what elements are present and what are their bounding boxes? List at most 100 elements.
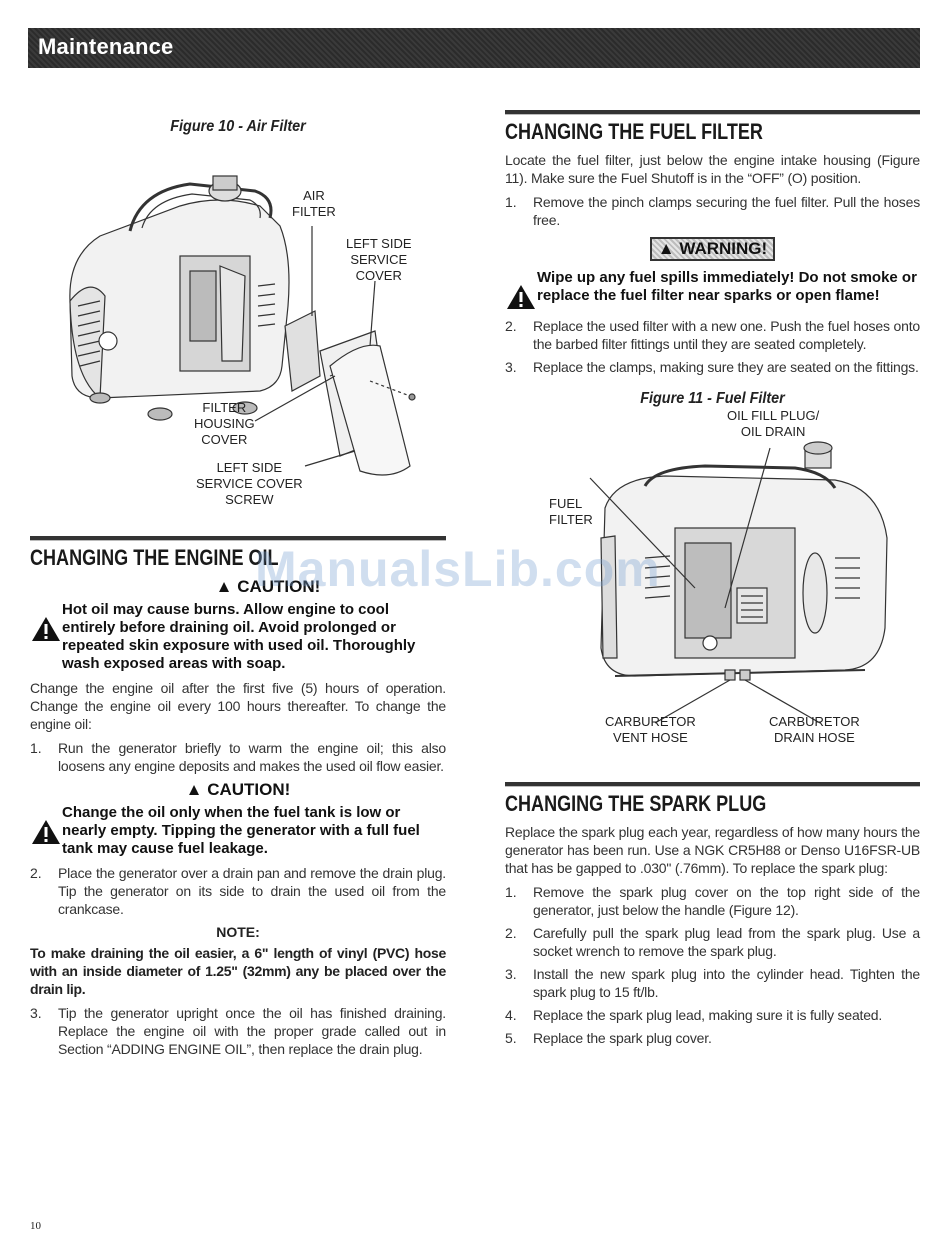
- callout-carb-drain-line-1: CARBURETOR: [769, 714, 860, 729]
- callout-fuel-filter-line-2: FILTER: [549, 512, 593, 527]
- step-text: Carefully pull the spark plug lead from …: [533, 925, 920, 959]
- spark-plug-step: 3. Install the new spark plug into the c…: [505, 965, 920, 1001]
- figure-11-fuel-filter: OIL FILL PLUG/ OIL DRAIN FUEL FILTER CAR…: [505, 408, 920, 788]
- page-number: 10: [30, 1220, 41, 1232]
- watermark: ManualsLib.com: [255, 541, 661, 597]
- callout-air-filter-line-2: FILTER: [292, 204, 336, 219]
- warning-triangle-icon: ▲: [657, 239, 675, 258]
- spark-plug-step: 5. Replace the spark plug cover.: [505, 1029, 920, 1047]
- warning-triangle-icon: [507, 285, 535, 309]
- figure-10-caption: Figure 10 - Air Filter: [170, 118, 306, 135]
- fuel-filter-illustration: [589, 441, 888, 724]
- step-number: 1.: [505, 194, 517, 210]
- step-number: 5.: [505, 1030, 517, 1046]
- callout-carb-drain-line-2: DRAIN HOSE: [773, 730, 855, 745]
- caution-text-1: Hot oil may cause burns. Allow engine to…: [62, 601, 416, 672]
- spark-plug-section: CHANGING THE SPARK PLUG Replace the spar…: [505, 782, 920, 1047]
- callout-carb-vent-line-2: VENT HOSE: [612, 730, 688, 745]
- callout-filter-housing-line-2: HOUSING: [194, 416, 255, 431]
- caution-heading-2: ▲ CAUTION!: [30, 780, 446, 800]
- right-column: CHANGING THE FUEL FILTER Locate the fuel…: [505, 110, 920, 1052]
- callout-service-cover-screw: LEFT SIDE SERVICE COVER SCREW: [196, 460, 303, 508]
- caution-triangle-icon: ▲: [215, 577, 233, 596]
- section-rule: [505, 782, 920, 787]
- callout-fuel-filter-line-1: FUEL: [549, 496, 583, 511]
- warning-triangle-icon: [32, 820, 60, 844]
- caution-heading-1: ▲ CAUTION!: [90, 577, 446, 597]
- engine-oil-step-2: 2. Place the generator over a drain pan …: [30, 864, 446, 918]
- section-header-title: Maintenance: [38, 34, 174, 59]
- left-column: Figure 10 - Air Filter: [30, 110, 446, 1063]
- note-heading: NOTE:: [216, 924, 260, 940]
- step-text: Run the generator briefly to warm the en…: [58, 740, 446, 774]
- spark-plug-title: CHANGING THE SPARK PLUG: [505, 791, 767, 816]
- caution-label-2: CAUTION!: [207, 780, 291, 799]
- section-header-bar: Maintenance: [28, 28, 920, 68]
- caution-triangle-icon: ▲: [185, 780, 203, 799]
- caution-block-1: Hot oil may cause burns. Allow engine to…: [30, 601, 446, 673]
- step-number: 2.: [505, 318, 517, 334]
- section-rule: [505, 110, 920, 115]
- spark-plug-intro: Replace the spark plug each year, regard…: [505, 824, 920, 876]
- engine-oil-intro: Change the engine oil after the first fi…: [30, 680, 446, 732]
- step-text: Place the generator over a drain pan and…: [58, 865, 446, 917]
- callout-air-filter-line-1: AIR: [303, 188, 325, 203]
- spark-plug-step: 2. Carefully pull the spark plug lead fr…: [505, 924, 920, 960]
- figure-11-caption: Figure 11 - Fuel Filter: [640, 390, 785, 407]
- callout-carb-vent-line-1: CARBURETOR: [605, 714, 696, 729]
- caution-text-2: Change the oil only when the fuel tank i…: [62, 804, 420, 857]
- step-number: 3.: [505, 359, 517, 375]
- step-number: 1.: [505, 884, 517, 900]
- callout-carburetor-drain-hose: CARBURETOR DRAIN HOSE: [769, 714, 860, 746]
- callout-fuel-filter: FUEL FILTER: [549, 496, 593, 528]
- section-rule: [30, 536, 446, 541]
- fuel-filter-title: CHANGING THE FUEL FILTER: [505, 119, 763, 144]
- fuel-filter-step-2: 2. Replace the used filter with a new on…: [505, 317, 920, 353]
- step-text: Replace the spark plug cover.: [533, 1030, 712, 1046]
- engine-oil-title: CHANGING THE ENGINE OIL: [30, 545, 279, 570]
- spark-plug-step: 1. Remove the spark plug cover on the to…: [505, 883, 920, 919]
- step-text: Remove the spark plug cover on the top r…: [533, 884, 920, 918]
- warning-badge: ▲ WARNING!: [649, 237, 776, 261]
- engine-oil-section: CHANGING THE ENGINE OIL ▲ CAUTION! Hot o…: [30, 536, 446, 1058]
- callout-oil-fill-line-2: OIL DRAIN: [740, 424, 806, 439]
- step-number: 4.: [505, 1007, 517, 1023]
- step-text: Tip the generator upright once the oil h…: [58, 1005, 446, 1057]
- callout-cover-screw-line-2: SERVICE COVER: [196, 476, 303, 491]
- step-text: Replace the clamps, making sure they are…: [533, 359, 919, 375]
- step-text: Replace the used filter with a new one. …: [533, 318, 920, 352]
- warning-badge-wrap: ▲ WARNING!: [505, 237, 920, 261]
- callout-left-cover-line-3: COVER: [355, 268, 402, 283]
- step-number: 2.: [30, 865, 42, 881]
- callout-air-filter: AIR FILTER: [292, 188, 336, 220]
- figure-10-air-filter: AIR FILTER LEFT SIDE SERVICE COVER FILTE…: [30, 136, 446, 508]
- callout-cover-screw-line-3: SCREW: [225, 492, 274, 507]
- callout-filter-housing-line-1: FILTER: [202, 400, 247, 415]
- callout-oil-fill-plug: OIL FILL PLUG/ OIL DRAIN: [727, 408, 819, 440]
- warning-label: WARNING!: [679, 239, 768, 258]
- step-text: Install the new spark plug into the cyli…: [533, 966, 920, 1000]
- caution-block-2: Change the oil only when the fuel tank i…: [30, 804, 446, 858]
- step-text: Remove the pinch clamps securing the fue…: [533, 194, 920, 228]
- warning-block: Wipe up any fuel spills immediately! Do …: [505, 269, 920, 311]
- engine-oil-step-3: 3. Tip the generator upright once the oi…: [30, 1004, 446, 1058]
- callout-filter-housing-line-3: COVER: [201, 432, 248, 447]
- callout-left-side-service-cover: LEFT SIDE SERVICE COVER: [346, 236, 412, 284]
- fuel-filter-intro: Locate the fuel filter, just below the e…: [505, 152, 920, 186]
- callout-left-cover-line-1: LEFT SIDE: [346, 236, 412, 251]
- air-filter-illustration: [69, 175, 416, 476]
- step-number: 1.: [30, 740, 42, 756]
- note-text: To make draining the oil easier, a 6" le…: [30, 945, 446, 997]
- callout-cover-screw-line-1: LEFT SIDE: [216, 460, 283, 475]
- step-text: Replace the spark plug lead, making sure…: [533, 1007, 883, 1023]
- callout-carburetor-vent-hose: CARBURETOR VENT HOSE: [605, 714, 696, 746]
- fuel-filter-step-3: 3. Replace the clamps, making sure they …: [505, 358, 920, 376]
- step-number: 2.: [505, 925, 517, 941]
- callout-oil-fill-line-1: OIL FILL PLUG/: [727, 408, 820, 423]
- step-number: 3.: [30, 1005, 42, 1021]
- callout-filter-housing-cover: FILTER HOUSING COVER: [194, 400, 255, 448]
- caution-label-1: CAUTION!: [237, 577, 321, 596]
- spark-plug-step: 4. Replace the spark plug lead, making s…: [505, 1006, 920, 1024]
- engine-oil-step-1: 1. Run the generator briefly to warm the…: [30, 739, 446, 775]
- warning-triangle-icon: [32, 617, 60, 641]
